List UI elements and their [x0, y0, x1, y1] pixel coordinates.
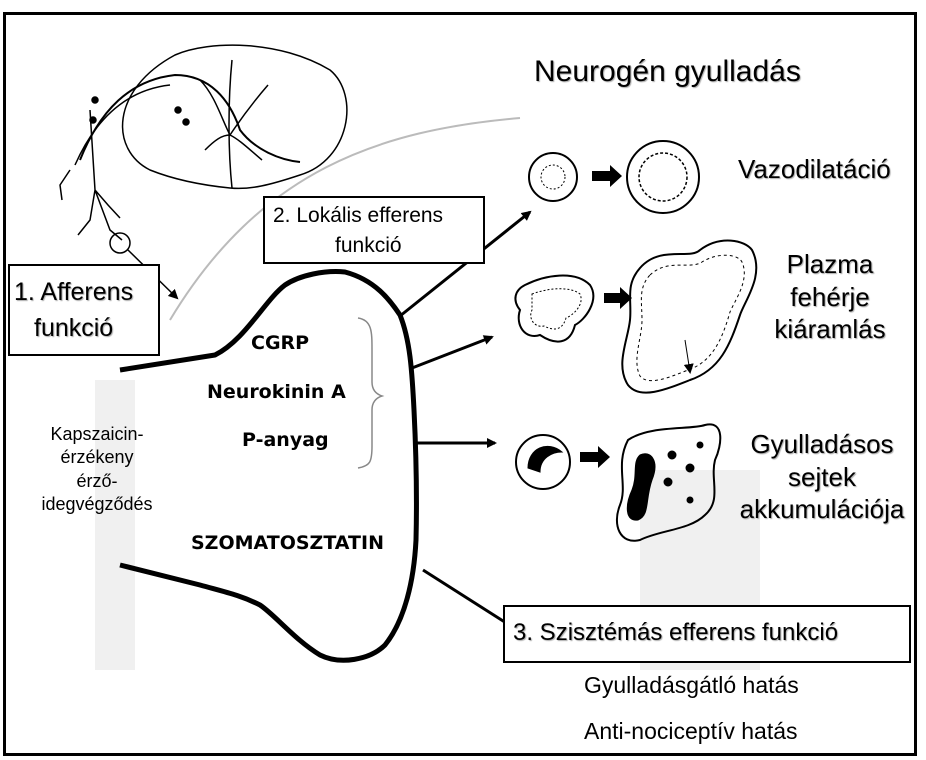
effect-cell-accumulation: Gyulladásos sejtek akkumulációja — [732, 428, 912, 526]
effect-cells-line1: Gyulladásos — [732, 428, 912, 461]
local-efferent-line1: 2. Lokális efferens — [273, 204, 443, 228]
diagram-title: Neurogén gyulladás — [534, 55, 801, 90]
nerve-ending-label: Kapszaicin- érzékeny érző- idegvégződés — [22, 423, 172, 517]
effect-vasodilation: Vazodilatáció — [738, 155, 891, 185]
arrow-cells-small — [580, 446, 610, 468]
afferent-label-line2: funkció — [34, 314, 113, 343]
nerve-ending-line3: érző- — [22, 470, 172, 493]
somatostatin-label: SZOMATOSZTATIN — [191, 533, 384, 555]
local-efferent-box: 2. Lokális efferens funkció — [263, 196, 485, 264]
mediator-p-anyag: P-anyag — [242, 430, 329, 452]
plasma-extravasation-illustration — [515, 241, 756, 393]
mediator-cgrp: CGRP — [251, 333, 309, 355]
systemic-effect-antinociceptive: Anti-nociceptív hatás — [584, 718, 798, 744]
systemic-efferent-box: 3. Szisztémás efferens funkció — [503, 605, 911, 663]
afferent-label-line1: 1. Afferens — [14, 278, 133, 307]
afferent-function-box: 1. Afferens funkció — [8, 264, 160, 356]
effect-plasma: Plazma fehérje kiáramlás — [760, 248, 900, 346]
arrow-vasodilation-small — [592, 165, 622, 187]
nerve-ending-line1: Kapszaicin- — [22, 423, 172, 446]
systemic-efferent-label: 3. Szisztémás efferens funkció — [513, 619, 838, 647]
systemic-effect-antiinflammatory: Gyulladásgátló hatás — [584, 672, 799, 698]
effect-plasma-line2: fehérje — [760, 281, 900, 314]
effect-cells-line2: sejtek — [732, 461, 912, 494]
local-efferent-line2: funkció — [335, 234, 402, 258]
mediator-neurokinin-a: Neurokinin A — [207, 382, 346, 404]
effect-cells-line3: akkumulációja — [732, 493, 912, 526]
mediator-brace — [358, 318, 382, 468]
effect-plasma-line3: kiáramlás — [760, 313, 900, 346]
nerve-ending-line4: idegvégződés — [22, 493, 172, 516]
arrow-to-plasma — [412, 337, 492, 368]
effect-plasma-line1: Plazma — [760, 248, 900, 281]
arrow-plasma-small — [604, 287, 632, 309]
nerve-ending-line2: érzékeny — [22, 446, 172, 469]
